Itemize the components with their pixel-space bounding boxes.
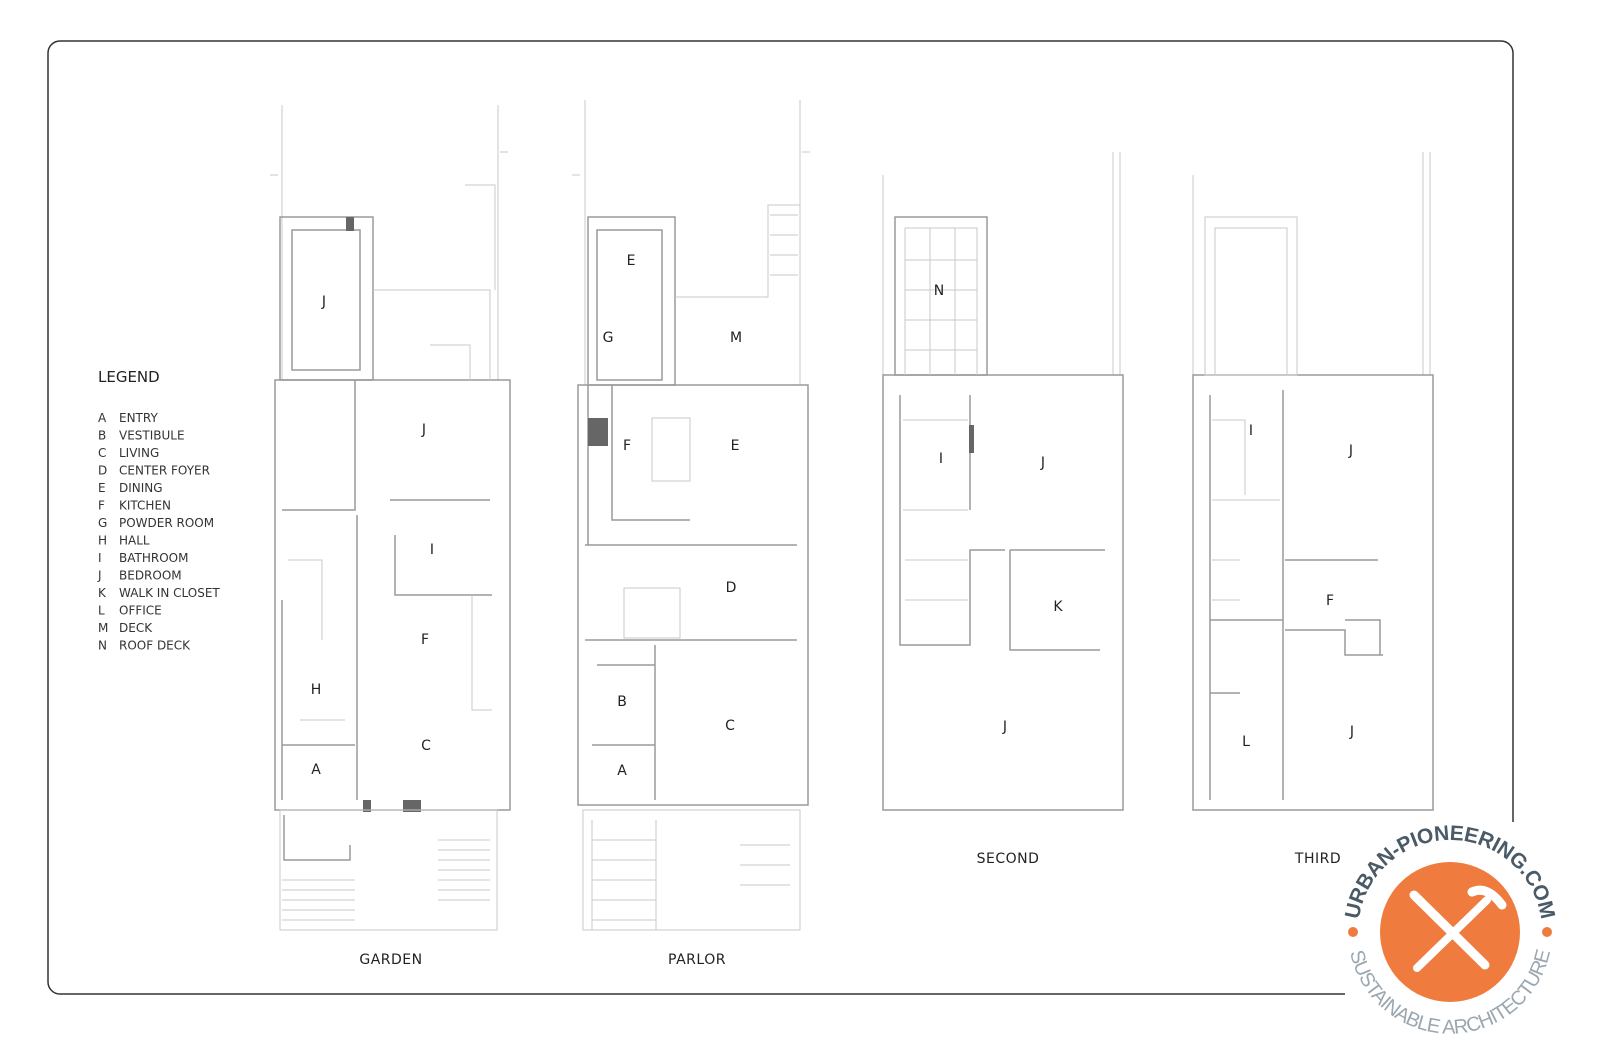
room-label: J — [1349, 724, 1354, 740]
legend-key: D — [98, 464, 107, 478]
room-label: I — [939, 451, 943, 467]
floor-plan-second: N I J K J SECOND — [882, 152, 1124, 867]
floor-label-garden: GARDEN — [359, 952, 422, 968]
legend-label: ENTRY — [119, 411, 158, 425]
room-label: A — [311, 762, 321, 778]
room-label: J — [1348, 443, 1353, 459]
urban-pioneering-logo: URBAN-PIONEERING.COM SUSTAINABLE ARCHITE… — [1341, 822, 1600, 1063]
room-label: H — [311, 682, 322, 698]
room-label: G — [603, 330, 614, 346]
legend-label: OFFICE — [119, 604, 162, 618]
room-label: J — [1040, 455, 1045, 471]
room-label: F — [421, 632, 429, 648]
legend-label: CENTER FOYER — [119, 464, 210, 478]
room-label: F — [1326, 593, 1334, 609]
legend-label: BEDROOM — [119, 569, 182, 583]
legend-label: BATHROOM — [119, 551, 188, 565]
legend-key: C — [98, 446, 106, 460]
room-label: J — [321, 294, 326, 310]
legend-label: LIVING — [119, 446, 159, 460]
legend-key: M — [98, 621, 108, 635]
legend-title: LEGEND — [98, 368, 160, 386]
room-label: J — [1002, 719, 1007, 735]
legend-label: POWDER ROOM — [119, 516, 214, 530]
room-label: B — [617, 694, 627, 710]
legend-key: E — [98, 481, 106, 495]
room-label: I — [1249, 423, 1253, 439]
legend-label: DINING — [119, 481, 163, 495]
room-label: C — [725, 718, 735, 734]
room-label: K — [1053, 599, 1063, 615]
room-label: D — [726, 580, 737, 596]
legend-key: B — [98, 429, 106, 443]
legend-key: F — [98, 499, 105, 513]
floor-plan-garden: J J I F H C A GARDEN — [270, 105, 511, 968]
legend-label: HALL — [119, 534, 150, 548]
legend-key: L — [98, 604, 105, 618]
floor-plan-third: I J F L J THIRD — [1192, 152, 1434, 867]
room-label: E — [731, 438, 740, 454]
room-label: E — [627, 253, 636, 269]
room-label: M — [730, 330, 742, 346]
floor-label-parlor: PARLOR — [668, 952, 726, 968]
legend-key: J — [97, 569, 102, 583]
room-label: C — [421, 738, 431, 754]
crossed-pencil-hammer-icon — [1409, 885, 1507, 972]
room-label: I — [430, 542, 434, 558]
legend-key: N — [98, 639, 107, 653]
legend-label: DECK — [119, 621, 153, 635]
legend-key: A — [98, 411, 107, 425]
room-label: A — [617, 763, 627, 779]
legend-label: KITCHEN — [119, 499, 171, 513]
sheet-border — [47, 40, 1514, 995]
floor-plan-parlor: E G M F E D B C A PARLOR — [572, 100, 810, 968]
legend-key: G — [98, 516, 107, 530]
room-label: J — [421, 422, 426, 438]
legend: LEGEND A ENTRY B VESTIBULE C LIVING D CENTER FO… — [97, 368, 220, 653]
legend-key: H — [98, 534, 107, 548]
legend-label: VESTIBULE — [119, 429, 185, 443]
legend-label: WALK IN CLOSET — [119, 586, 220, 600]
legend-key: I — [98, 551, 102, 565]
room-label: N — [934, 283, 944, 299]
room-label: L — [1242, 734, 1250, 750]
floor-label-third: THIRD — [1294, 851, 1341, 867]
floor-label-second: SECOND — [977, 851, 1040, 867]
legend-label: ROOF DECK — [119, 639, 191, 653]
room-label: F — [623, 438, 631, 454]
legend-key: K — [98, 586, 107, 600]
